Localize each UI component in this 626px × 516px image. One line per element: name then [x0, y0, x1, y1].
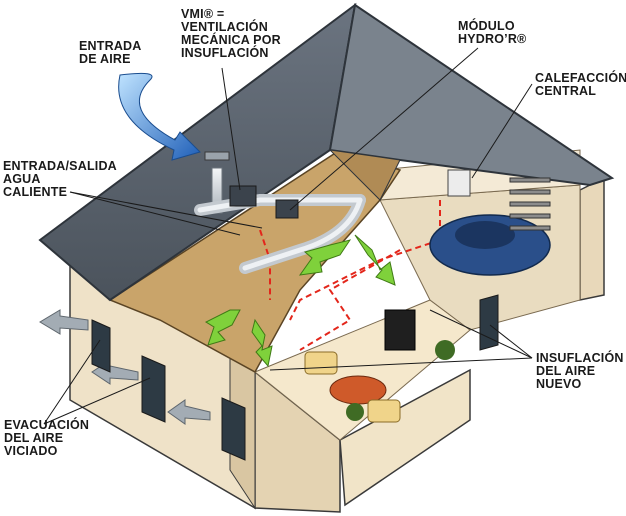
hydro-module — [447, 169, 471, 197]
windows — [91, 294, 499, 461]
plants — [346, 340, 455, 421]
label-fresh-air: INSUFLACIÓN DEL AIRE NUEVO — [536, 351, 624, 391]
radiator — [509, 177, 551, 231]
fresh-air-arrows — [204, 234, 396, 368]
label-stale-air: EVACUACIÓN DEL AIRE VICIADO — [4, 418, 90, 458]
television — [384, 309, 416, 351]
car — [429, 214, 551, 276]
duct-network — [194, 151, 366, 274]
label-hydro-module: MÓDULO HYDRO’R® — [458, 19, 527, 46]
label-hot-water: ENTRADA/SALIDA AGUA CALIENTE — [3, 159, 117, 199]
air-intake-arrow — [118, 72, 201, 161]
label-air-intake: ENTRADA DE AIRE — [79, 39, 142, 66]
label-vmi: VMI® = VENTILACIÓN MECÁNICA POR INSUFLAC… — [181, 7, 281, 60]
label-central-heating: CALEFACCIÓN CENTRAL — [535, 71, 626, 98]
leader-lines — [43, 47, 533, 425]
vmi-unit — [229, 185, 299, 219]
